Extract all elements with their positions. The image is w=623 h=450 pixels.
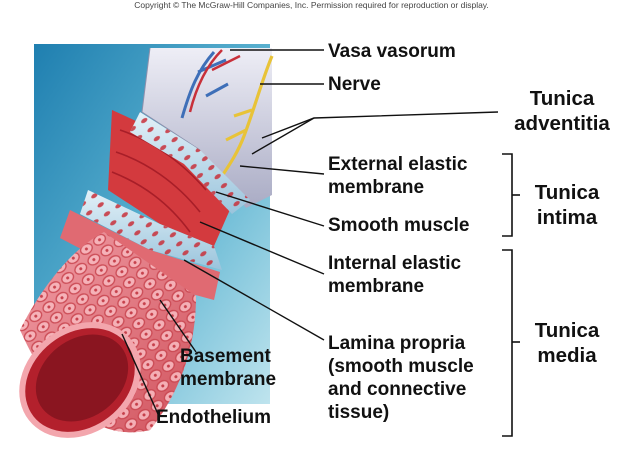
leader-smooth-muscle <box>215 191 325 227</box>
adventitia-layer <box>142 48 272 208</box>
bracket-tunica-media <box>502 249 513 437</box>
copyright-notice: Copyright © The McGraw-Hill Companies, I… <box>134 0 489 10</box>
label-smooth-muscle: Smooth muscle <box>328 215 470 236</box>
smooth-muscle-layer <box>108 110 232 246</box>
nerve-fiber <box>220 55 274 177</box>
leader-lamina-propria <box>183 259 325 341</box>
leader-external-elastic <box>239 165 325 175</box>
leader-tunica-adventitia <box>261 111 499 139</box>
leader-internal-elastic <box>199 221 325 275</box>
lamina-propria-layer <box>60 210 220 300</box>
leader-endothelium <box>121 333 159 415</box>
label-nerve: Nerve <box>328 74 381 95</box>
label-endothelium: Endothelium <box>156 407 272 428</box>
leader-basement-membrane <box>159 299 197 353</box>
label-vasa-vasorum: Vasa vasorum <box>328 41 456 62</box>
bracket-tunica-intima <box>502 153 513 237</box>
label-lamina-propria: Lamina propria(smooth muscle and connect… <box>328 333 474 423</box>
vasa-vasorum-vessel <box>180 51 229 119</box>
